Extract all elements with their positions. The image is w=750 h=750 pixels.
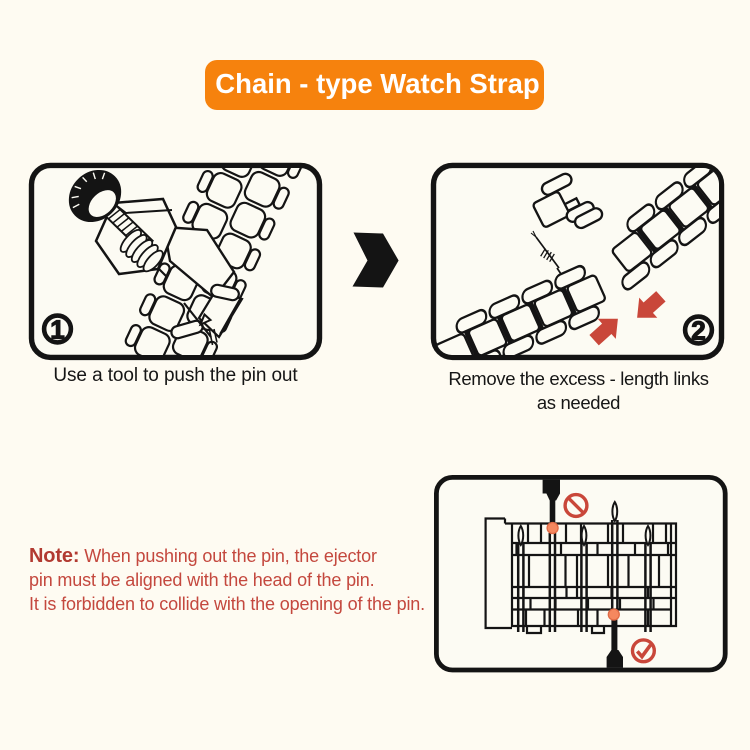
svg-text:2: 2 bbox=[691, 315, 705, 345]
svg-text:1: 1 bbox=[50, 314, 64, 344]
